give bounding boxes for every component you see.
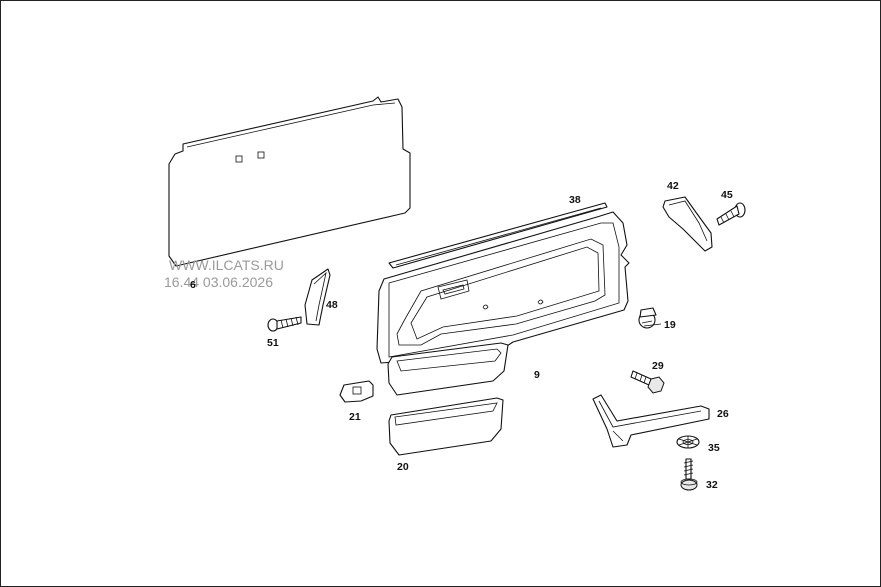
callout-38[interactable]: 38 [569, 194, 581, 206]
callout-20[interactable]: 20 [397, 461, 409, 473]
part-45-screw[interactable] [716, 202, 746, 226]
part-35-grommet[interactable] [676, 435, 700, 449]
part-51-screw[interactable] [267, 316, 302, 332]
callout-9[interactable]: 9 [534, 369, 540, 381]
part-9-door-trim-panel[interactable] [376, 211, 630, 364]
part-9-lower-pocket [387, 342, 509, 396]
part-48-trim-piece[interactable] [304, 268, 331, 326]
watermark-datetime: 16.44 03.06.2026 [164, 274, 273, 290]
part-38-moulding-strip[interactable] [388, 202, 608, 269]
callout-42[interactable]: 42 [667, 180, 679, 192]
part-26-armrest[interactable] [592, 394, 710, 448]
part-42-bracket[interactable] [662, 196, 713, 252]
callout-45[interactable]: 45 [721, 189, 733, 201]
callout-32[interactable]: 32 [706, 479, 718, 491]
part-21-clip[interactable] [339, 380, 374, 403]
callout-21[interactable]: 21 [349, 411, 361, 423]
part-29-bolt[interactable] [630, 370, 665, 394]
callout-29[interactable]: 29 [652, 360, 664, 372]
part-19-clip[interactable] [638, 307, 657, 329]
callout-51[interactable]: 51 [267, 337, 279, 349]
leader-lines [643, 323, 662, 327]
watermark-site: WWW.ILCATS.RU [169, 257, 284, 273]
part-6-backing-panel[interactable] [168, 96, 411, 267]
callout-48[interactable]: 48 [326, 299, 338, 311]
part-20-pocket[interactable] [388, 397, 504, 456]
callout-19[interactable]: 19 [664, 319, 676, 331]
callout-26[interactable]: 26 [717, 408, 729, 420]
callout-35[interactable]: 35 [708, 442, 720, 454]
callout-6[interactable]: 6 [190, 279, 196, 291]
part-32-screw[interactable] [680, 458, 698, 491]
